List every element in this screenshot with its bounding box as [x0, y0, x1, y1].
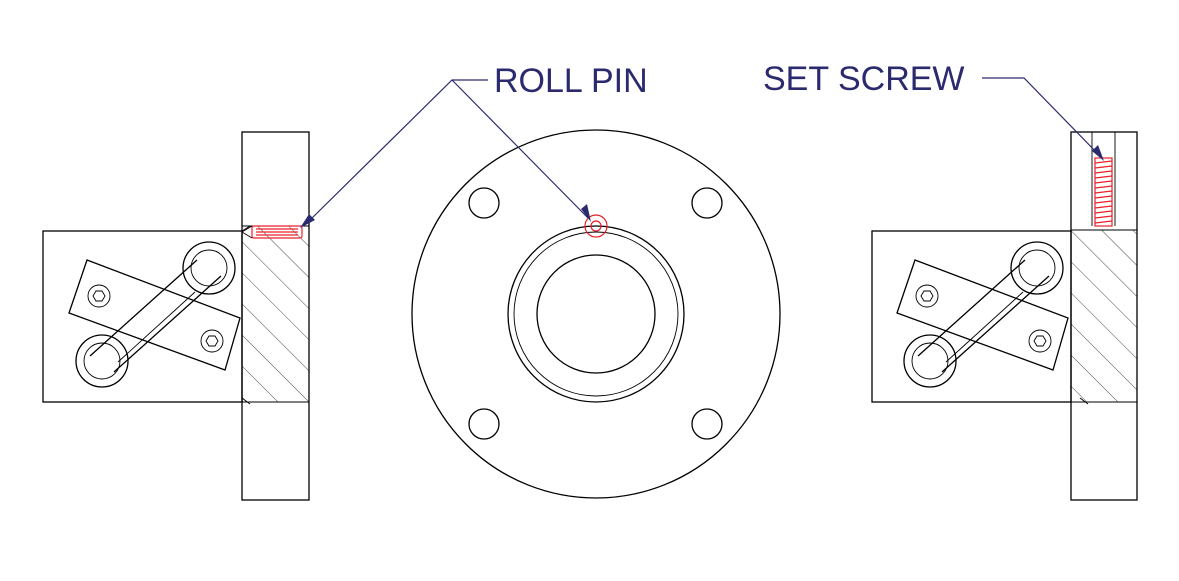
left-roll-pin: [251, 225, 303, 239]
set-screw-callout: SET SCREW: [763, 60, 1104, 161]
left-side-view: [42, 131, 310, 501]
left-section-hatch: [241, 225, 309, 405]
roll-pin-callout: ROLL PIN: [300, 62, 648, 228]
bolt-hole-top-right: [691, 187, 723, 219]
bolt-hole-bottom-right: [691, 408, 723, 440]
roll-pin-arrowhead-left: [300, 214, 315, 228]
roll-pin-label: ROLL PIN: [494, 62, 648, 100]
bolt-hole-bottom-left: [468, 408, 500, 440]
left-housing-body: [42, 230, 243, 403]
right-hex-screw-2: [1028, 329, 1052, 353]
hub-inner-circle: [513, 231, 679, 397]
set-screw-arrowhead: [1092, 145, 1104, 161]
right-section-hatch: [1071, 229, 1137, 405]
hub-outer-circle: [507, 225, 685, 403]
front-roll-pin: [584, 214, 608, 238]
left-hex-screw-2: [200, 329, 224, 353]
right-side-view: [871, 131, 1138, 501]
left-clamp-assembly: [68, 241, 241, 388]
bolt-hole-top-left: [468, 187, 500, 219]
front-flange-view: [411, 129, 781, 499]
right-hex-screw-1: [915, 284, 939, 308]
flange-outer-circle: [411, 129, 781, 499]
bore-circle: [536, 254, 656, 374]
roll-pin-arrowhead-center: [581, 204, 591, 222]
right-clamp-assembly: [896, 241, 1069, 388]
right-housing-body: [871, 230, 1072, 403]
left-hex-screw-1: [87, 284, 111, 308]
set-screw-label: SET SCREW: [763, 60, 965, 98]
right-set-screw: [1094, 157, 1113, 227]
